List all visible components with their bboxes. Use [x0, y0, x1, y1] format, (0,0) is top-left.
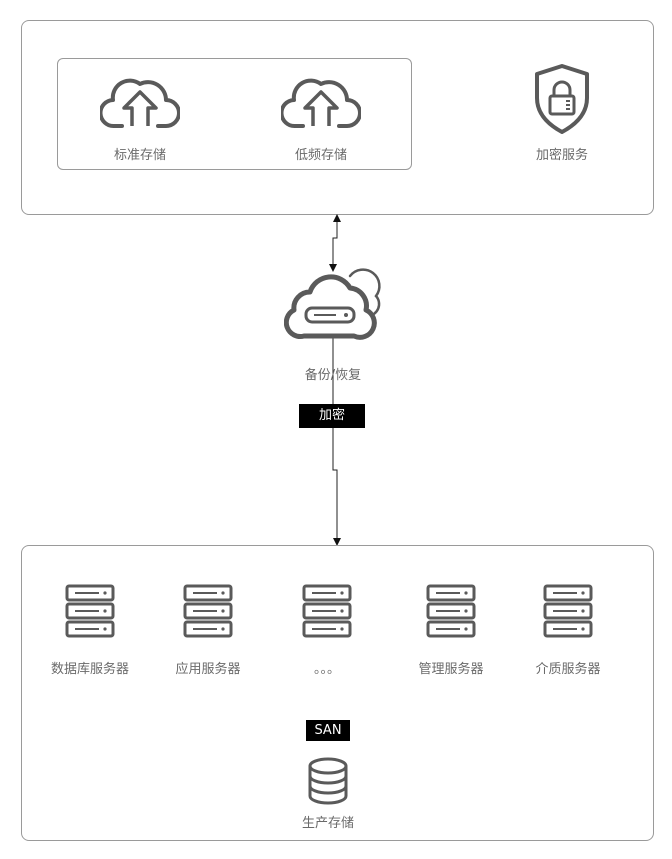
server-rack-icon [183, 584, 233, 638]
database-icon [308, 757, 348, 805]
server-item: 管理服务器 [391, 584, 511, 684]
server-label: 数据库服务器 [50, 662, 129, 677]
storage-group [57, 58, 412, 170]
server-item: 介质服务器 [508, 584, 628, 684]
cloud-upload-icon [100, 78, 180, 129]
server-label: 。。。 [313, 662, 340, 677]
server-item: 数据库服务器 [30, 584, 150, 684]
server-label: 介质服务器 [535, 662, 601, 677]
backup-restore-label: 备份/恢复 [304, 368, 362, 383]
server-rack-icon [302, 584, 352, 638]
encryption-service-label: 加密服务 [535, 148, 588, 163]
server-label: 应用服务器 [175, 662, 241, 677]
server-label: 管理服务器 [418, 662, 484, 677]
cloud-upload-icon [281, 78, 361, 129]
server-rack-icon [543, 584, 593, 638]
encrypt-tag: 加密 [299, 404, 365, 428]
server-rack-icon [426, 584, 476, 638]
san-tag: SAN [306, 720, 350, 741]
cloud-server-icon [284, 268, 381, 340]
standard-storage-label: 标准存储 [113, 148, 166, 163]
low-frequency-storage-label: 低频存储 [294, 148, 347, 163]
server-item: 应用服务器 [148, 584, 268, 684]
server-rack-icon [65, 584, 115, 638]
shield-lock-icon [535, 64, 589, 134]
server-item: 。。。 [267, 584, 387, 684]
production-storage-label: 生产存储 [301, 816, 354, 831]
